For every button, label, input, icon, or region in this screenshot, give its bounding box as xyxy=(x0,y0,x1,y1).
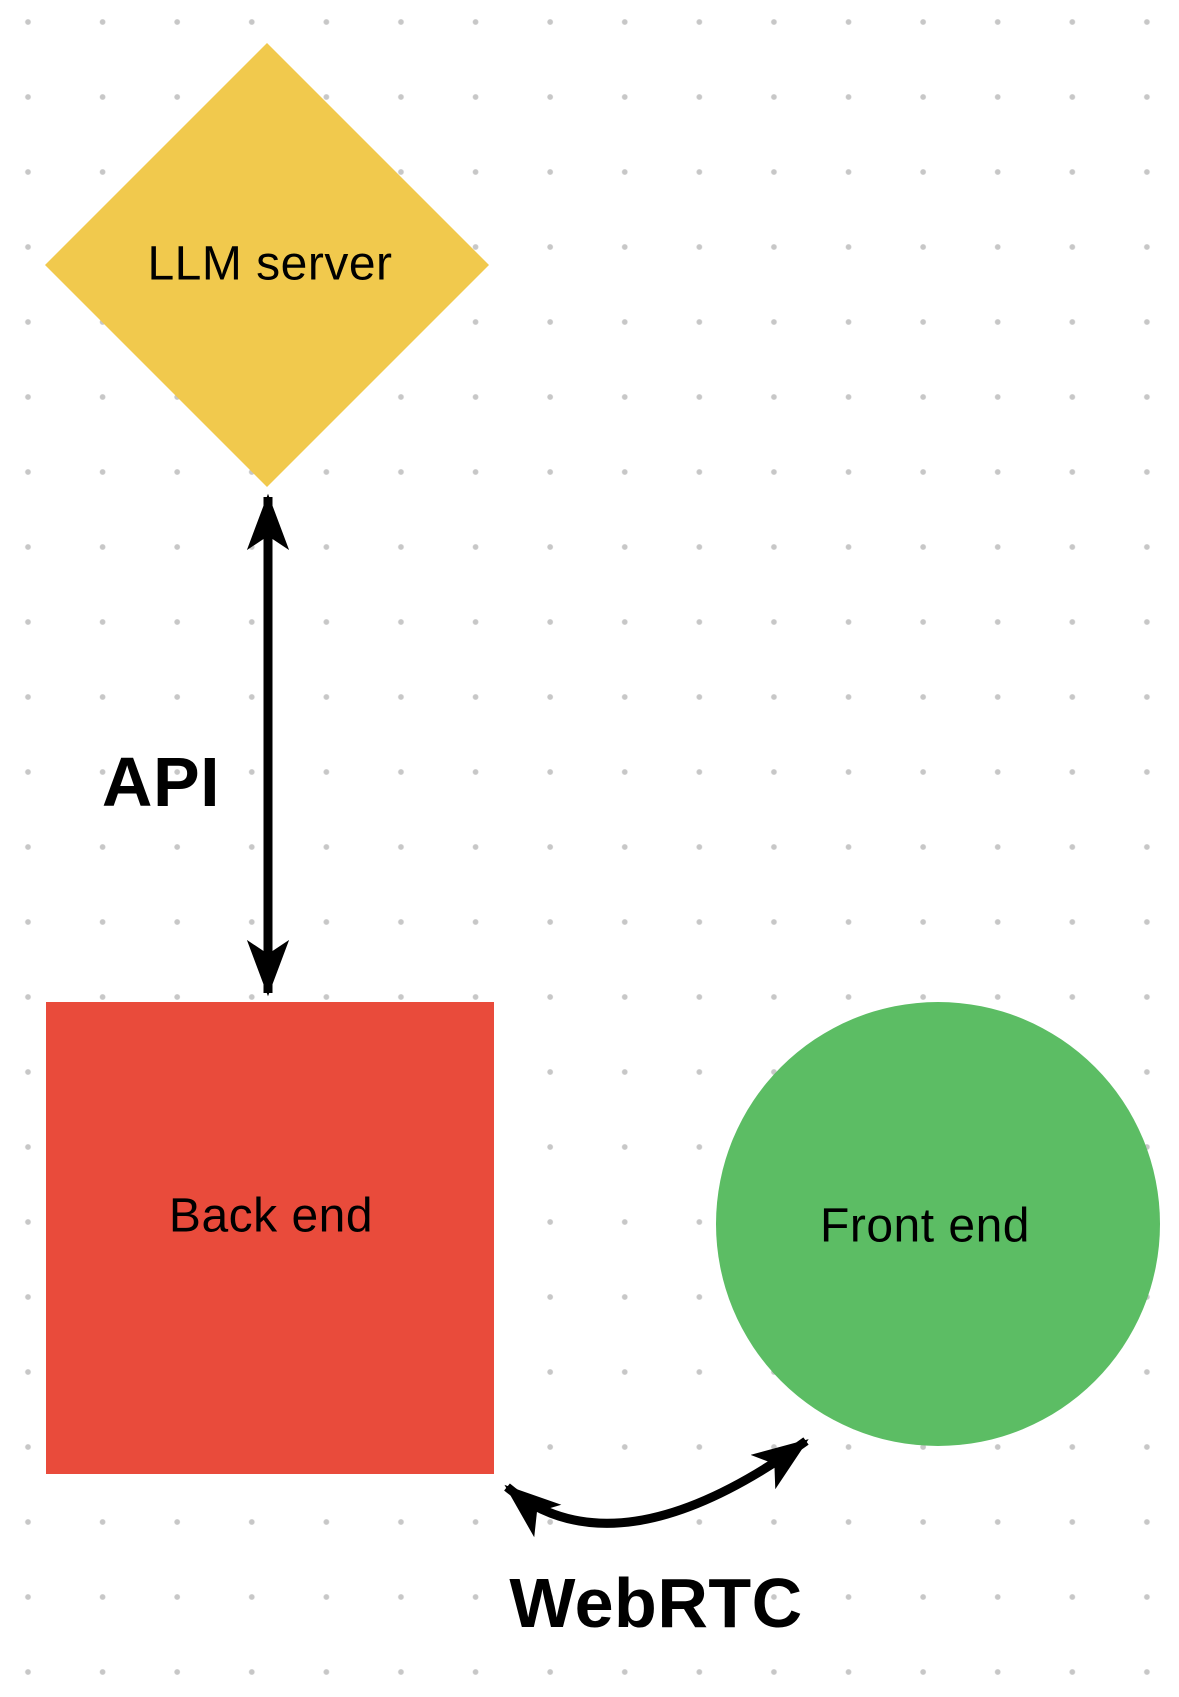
webrtc-arrow[interactable] xyxy=(504,1437,809,1538)
llm-server-node[interactable] xyxy=(45,43,489,487)
front-end-node[interactable] xyxy=(716,1002,1160,1446)
back-end-node[interactable] xyxy=(46,1002,494,1474)
